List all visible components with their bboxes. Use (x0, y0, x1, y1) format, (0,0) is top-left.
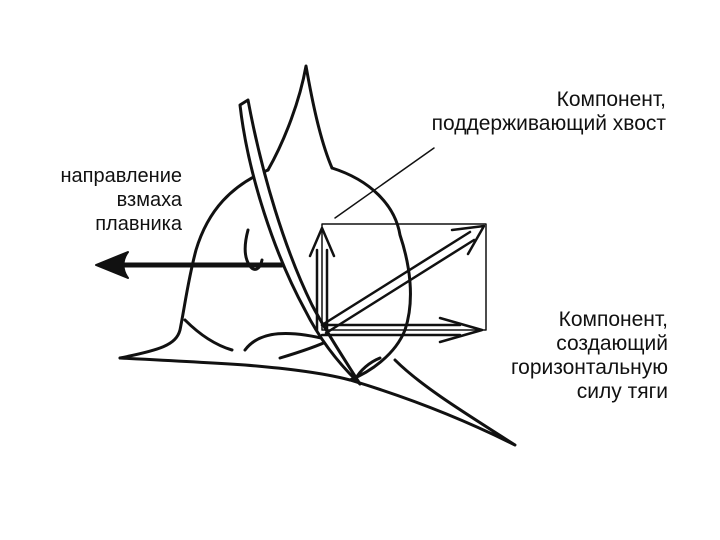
tail-spike (348, 358, 517, 447)
resultant-line-b (324, 238, 476, 335)
body-bottom-outline (118, 356, 352, 382)
thrust-component-line-3: горизонтальную (510, 356, 668, 379)
resultant-line-a (320, 230, 472, 327)
pectoral-fin (238, 98, 362, 386)
tail-component-line-2: поддерживающий хвост (431, 112, 666, 135)
thrust-component-label: Компонент, создающий горизонтальную силу… (440, 308, 668, 404)
fin-direction-line-1: направление (60, 165, 182, 187)
thrust-component-line-4: силу тяги (576, 380, 668, 403)
fin-direction-line-2: взмаха (116, 189, 182, 211)
inner-curve-bottom (243, 331, 332, 360)
tail-component-line-1: Компонент, (556, 88, 666, 111)
fin-direction-arrowhead (95, 251, 129, 279)
fin-direction-line-3: плавника (95, 213, 182, 235)
vertical-component-arrowhead (308, 226, 336, 258)
tail-component-label: Компонент, поддерживающий хвост (330, 88, 666, 136)
thrust-component-line-1: Компонент, (558, 308, 668, 331)
tail-label-leader (334, 147, 435, 219)
fin-direction-label: направление взмаха плавника (20, 164, 182, 236)
inner-curve-left (183, 318, 234, 352)
body-outline (330, 166, 412, 382)
dorsal-fin-spike (266, 64, 334, 172)
force-rectangle (321, 223, 487, 331)
resultant-arrowhead (450, 224, 486, 256)
body-left-outline (118, 168, 270, 360)
thrust-component-line-2: создающий (556, 332, 668, 355)
horizontal-component-arrowhead (438, 316, 484, 344)
